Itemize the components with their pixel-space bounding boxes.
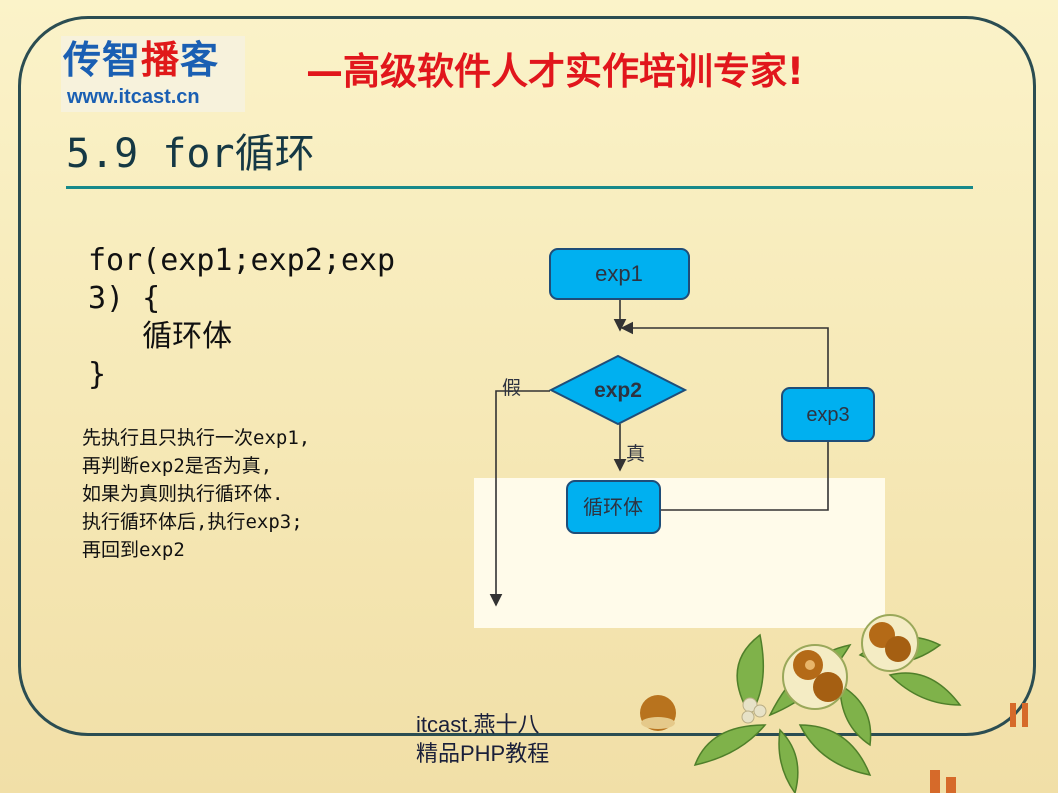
exp3-node xyxy=(781,387,875,442)
exp2-label: exp2 xyxy=(594,379,642,402)
exp1-node xyxy=(549,248,690,300)
logo-chinese-text: 传智播客 xyxy=(63,38,220,82)
footer-line: itcast.燕十八 xyxy=(416,712,540,737)
description-line: 先执行且只执行一次exp1, xyxy=(82,427,311,449)
code-line: } xyxy=(88,357,107,392)
description-line: 再回到exp2 xyxy=(82,539,185,561)
description-line: 如果为真则执行循环体. xyxy=(82,483,284,505)
description-text: 先执行且只执行一次exp1, 再判断exp2是否为真, 如果为真则执行循环体. 执行循… xyxy=(82,424,310,564)
slogan: —高级软件人才实作培训专家! xyxy=(306,50,804,93)
itcast-logo: 传智播客 www.itcast.cn xyxy=(61,36,245,112)
footer-line: 精品PHP教程 xyxy=(416,741,550,766)
code-line: 循环体 xyxy=(88,319,233,354)
exp3-label: exp3 xyxy=(806,404,849,426)
description-line: 执行循环体后,执行exp3; xyxy=(82,511,303,533)
true-label: 真 xyxy=(626,443,645,465)
flowchart-background xyxy=(474,478,885,628)
logo-url: www.itcast.cn xyxy=(67,86,200,108)
slide-frame xyxy=(18,16,1036,736)
loop-body-node xyxy=(566,480,661,534)
code-line: for(exp1;exp2;exp xyxy=(88,243,396,278)
exp1-label: exp1 xyxy=(595,261,643,286)
chestnut-leaves-illustration xyxy=(640,614,1028,793)
loop-body-label: 循环体 xyxy=(583,496,643,519)
exp2-decision xyxy=(548,354,688,426)
false-label: 假 xyxy=(502,377,521,399)
footer: itcast.燕十八 精品PHP教程 xyxy=(416,710,549,768)
title-divider xyxy=(66,186,973,189)
section-title: 5.9 for循环 xyxy=(66,131,315,177)
code-line: 3) { xyxy=(88,281,161,316)
description-line: 再判断exp2是否为真, xyxy=(82,455,273,477)
